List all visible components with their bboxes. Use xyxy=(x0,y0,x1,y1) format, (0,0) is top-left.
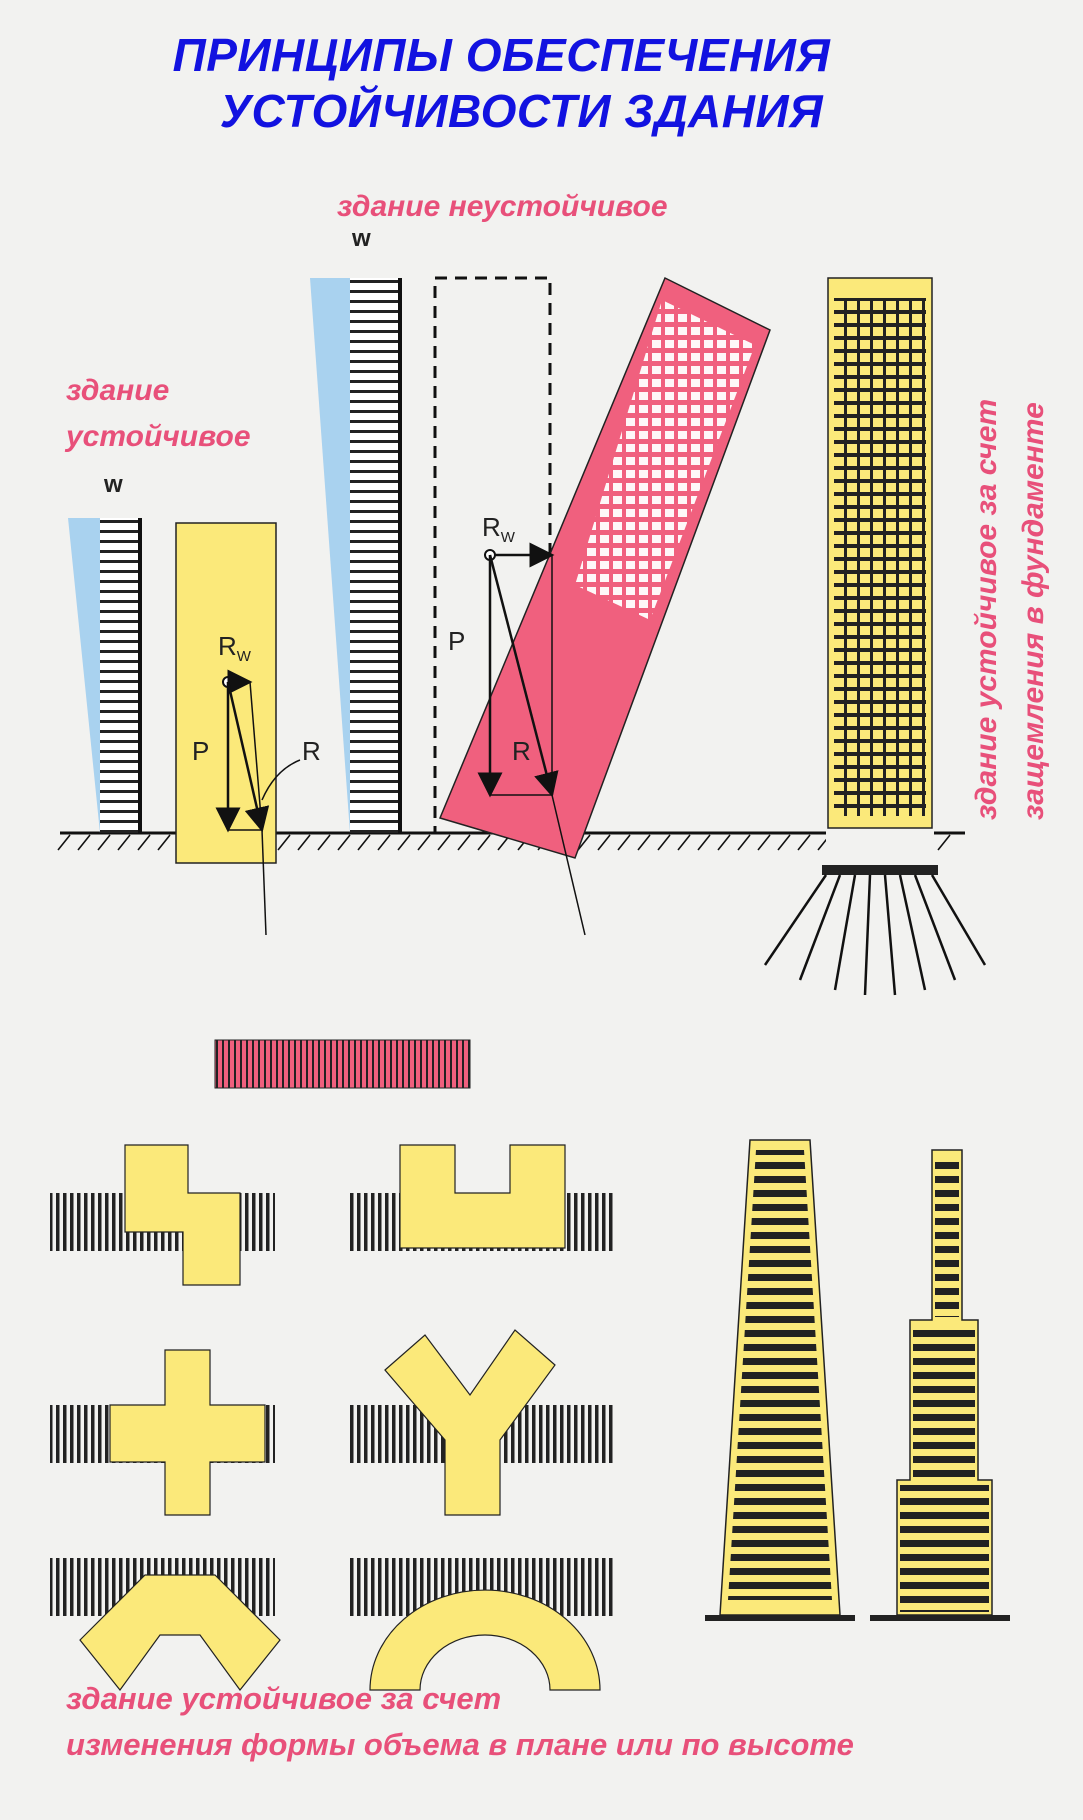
resultant-label-1: R xyxy=(302,736,321,766)
wind-symbol-2: w xyxy=(351,225,371,252)
unstable-building xyxy=(438,276,771,936)
wind-symbol-1: w xyxy=(103,471,123,498)
wind-load-diagram-2 xyxy=(310,278,402,833)
label-foundation-line-1: здание устойчивое за счет xyxy=(970,398,1003,820)
plan-shape-cross xyxy=(50,1349,275,1516)
plan-shape-trapezoid xyxy=(50,1558,281,1691)
wind-force-label-2: RW xyxy=(482,512,516,546)
label-shape-change-line-1: здание устойчивое за счет xyxy=(66,1681,502,1716)
tapered-tower xyxy=(705,1139,855,1621)
plan-bar xyxy=(214,1039,471,1089)
label-shape-change-line-2: изменения формы объема в плане или по вы… xyxy=(66,1727,854,1762)
plan-shape-y xyxy=(350,1329,615,1516)
page-title-line-1: ПРИНЦИПЫ ОБЕСПЕЧЕНИЯ xyxy=(172,29,831,81)
plan-shape-s xyxy=(50,1144,275,1286)
stable-building xyxy=(175,522,301,936)
weight-label-2: P xyxy=(448,626,465,656)
label-stable-building-line-1: здание xyxy=(66,374,170,407)
label-unstable-building: здание неустойчивое xyxy=(337,190,668,223)
plan-shape-arch xyxy=(350,1558,615,1691)
weight-label-1: P xyxy=(192,736,209,766)
resultant-label-2: R xyxy=(512,736,531,766)
label-foundation-line-2: защемления в фундаменте xyxy=(1017,402,1050,820)
wind-force-label-1: RW xyxy=(218,631,252,665)
stepped-tower xyxy=(870,1149,1010,1621)
wind-load-diagram-1 xyxy=(68,518,142,833)
page-title-line-2: УСТОЙЧИВОСТИ ЗДАНИЯ xyxy=(219,85,824,137)
label-stable-building-line-2: устойчивое xyxy=(66,420,251,453)
plan-shape-u xyxy=(350,1144,615,1251)
fixed-foundation-building xyxy=(763,277,987,996)
